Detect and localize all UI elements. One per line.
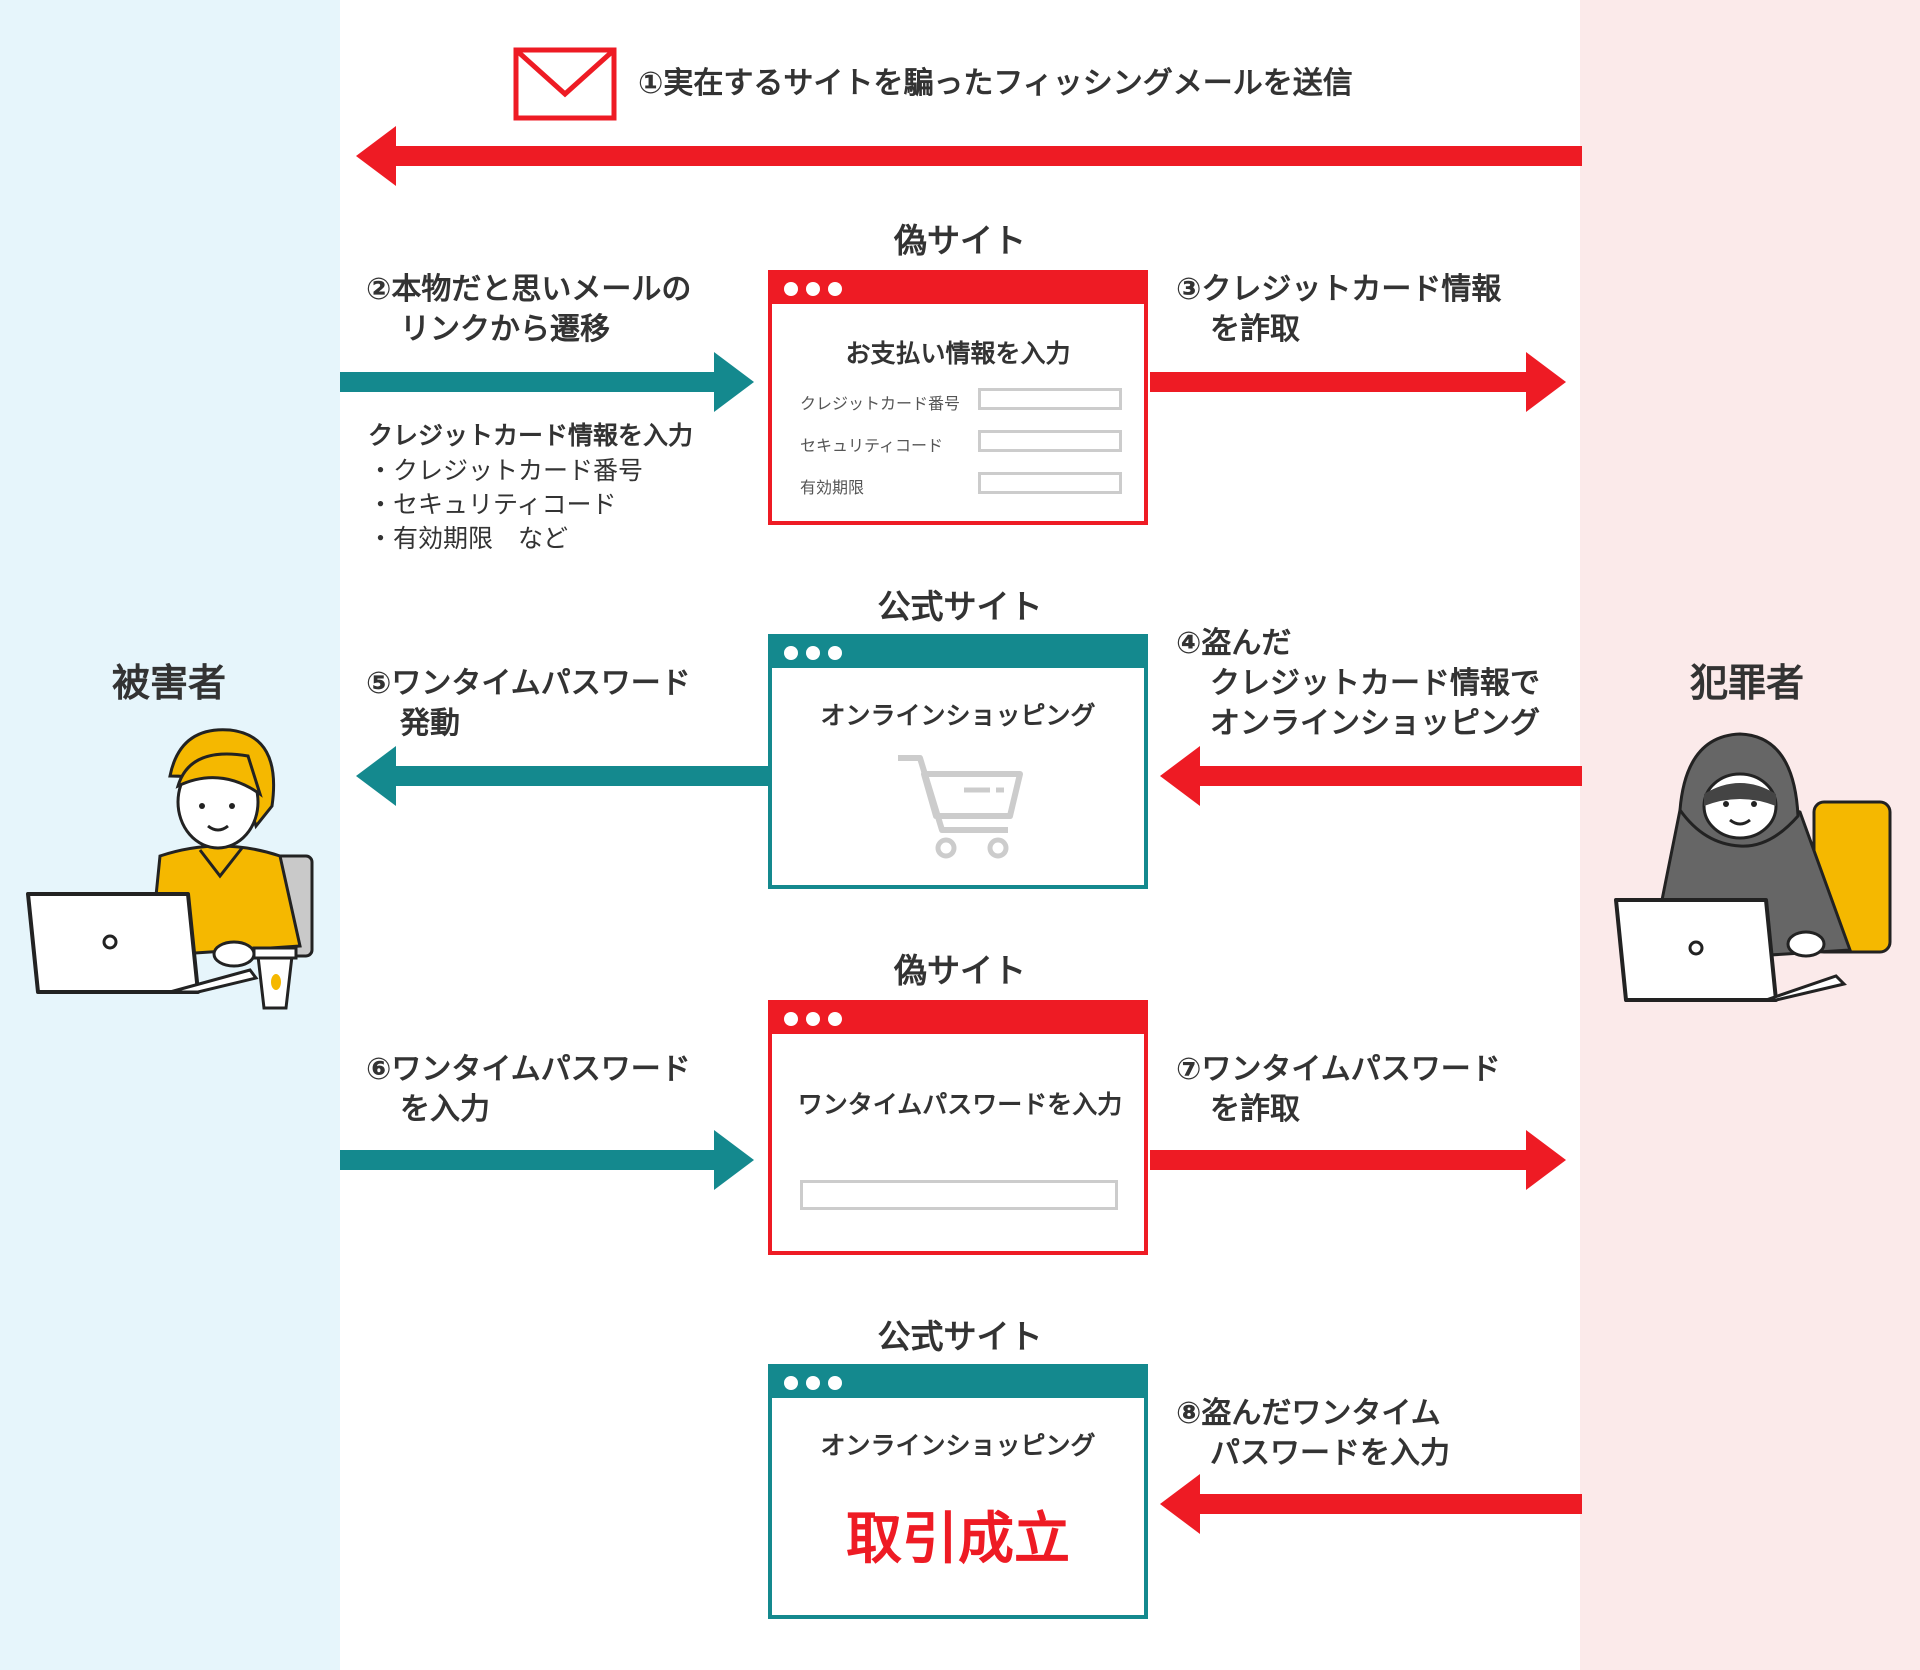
arrow-step-5 [356, 746, 770, 806]
otp-input[interactable] [800, 1180, 1118, 1210]
official-site-title-2: 公式サイト [877, 1317, 1043, 1356]
step-8-label: ⑧盗んだワンタイム パスワードを入力 [1176, 1396, 1450, 1471]
criminal-label: 犯罪者 [1690, 661, 1805, 705]
card-number-input[interactable] [978, 388, 1122, 410]
card-input-note: クレジットカード情報を入力 ・クレジットカード番号 ・セキュリティコード ・有効… [368, 418, 693, 556]
shopping-heading: オンラインショッピング [820, 1431, 1096, 1460]
official-site-title-1: 公式サイト [877, 587, 1043, 626]
field-label-security-code: セキュリティコード [800, 436, 944, 455]
step-1-label: ①実在するサイトを騙ったフィッシングメールを送信 [638, 66, 1353, 101]
step-2-label: ②本物だと思いメールの リンクから遷移 [366, 272, 692, 347]
step-3-label: ③クレジットカード情報 を詐取 [1176, 272, 1502, 347]
arrow-step-1 [356, 126, 1582, 186]
criminal-illustration [1614, 732, 1892, 1002]
cart-icon [898, 755, 1023, 859]
mail-icon [513, 47, 617, 121]
fake-site-window-1: お支払い情報を入力 クレジットカード番号 セキュリティコード 有効期限 [768, 270, 1148, 525]
window-titlebar [772, 638, 1144, 668]
fake-site-title-1: 偽サイト [894, 221, 1026, 260]
security-code-input[interactable] [978, 430, 1122, 452]
arrow-step-2 [340, 352, 754, 412]
step-7-label: ⑦ワンタイムパスワード を詐取 [1176, 1052, 1501, 1127]
field-label-expiry: 有効期限 [800, 478, 865, 497]
transaction-complete: 取引成立 [846, 1507, 1070, 1572]
field-label-card-number: クレジットカード番号 [800, 394, 961, 413]
fake-site-title-2: 偽サイト [894, 951, 1026, 990]
official-site-window-2: オンラインショッピング 取引成立 [768, 1364, 1148, 1619]
shopping-heading: オンラインショッピング [820, 701, 1096, 730]
arrow-step-7 [1150, 1130, 1566, 1190]
arrow-step-8 [1160, 1474, 1582, 1534]
window-titlebar [772, 274, 1144, 304]
arrow-step-3 [1150, 352, 1566, 412]
window-titlebar [772, 1368, 1144, 1398]
arrow-step-6 [340, 1130, 754, 1190]
otp-heading: ワンタイムパスワードを入力 [797, 1090, 1123, 1119]
expiry-input[interactable] [978, 472, 1122, 494]
victim-illustration [26, 728, 314, 1010]
victim-label: 被害者 [112, 661, 227, 705]
card-input-item: ・有効期限 など [368, 524, 569, 553]
step-6-label: ⑥ワンタイムパスワード を入力 [366, 1052, 691, 1127]
official-site-window-1: オンラインショッピング [768, 634, 1148, 889]
card-input-item: ・クレジットカード番号 [368, 456, 644, 485]
step-5-label: ⑤ワンタイムパスワード 発動 [366, 666, 691, 741]
fake-site-window-2: ワンタイムパスワードを入力 [768, 1000, 1148, 1255]
payment-heading: お支払い情報を入力 [845, 339, 1071, 368]
step-4-label: ④盗んだ クレジットカード情報で オンラインショッピング [1176, 626, 1540, 741]
card-input-item: ・セキュリティコード [368, 490, 617, 519]
window-titlebar [772, 1004, 1144, 1034]
arrow-step-4 [1160, 746, 1582, 806]
card-input-heading: クレジットカード情報を入力 [368, 421, 694, 450]
victim-lane [0, 0, 340, 1670]
